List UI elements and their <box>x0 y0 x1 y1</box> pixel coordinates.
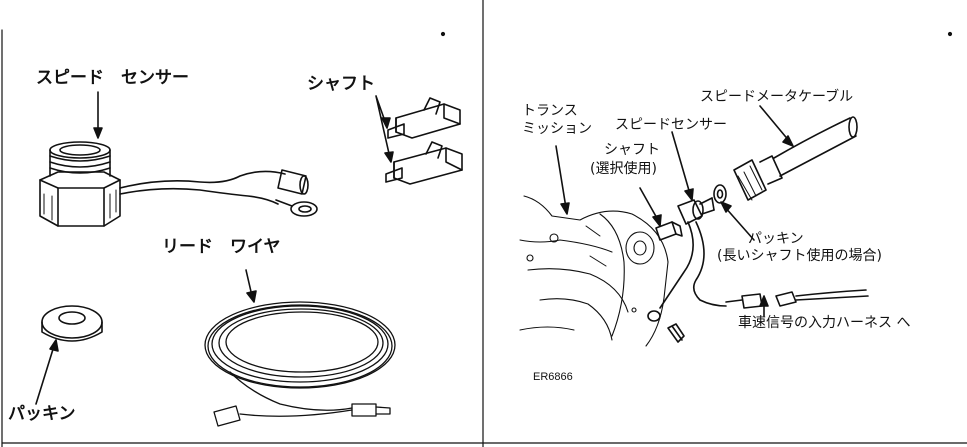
shaft-drawing <box>385 97 463 185</box>
packing-washer-drawing <box>41 305 103 342</box>
figure-code: ER6866 <box>533 371 573 383</box>
speed-sensor-right-drawing <box>647 197 727 343</box>
harness-connector-drawing <box>725 289 869 309</box>
packing-right-leader-line <box>723 205 755 241</box>
transmission-leader-line <box>555 145 567 209</box>
arrowhead <box>93 127 103 139</box>
speedometer-cable-leader-line <box>759 105 791 143</box>
shaft-right-note: (選択使用) <box>590 161 657 177</box>
shaft-right-drawing <box>655 221 683 241</box>
speed-sensor-right-leader-line <box>671 131 691 195</box>
shaft-right-leader-line <box>639 187 659 221</box>
lead-wire-drawing <box>204 301 396 427</box>
speed-sensor-label: スピード センサー <box>36 68 189 88</box>
transmission-label-line2: ミッション <box>522 121 592 137</box>
packing-label: パッキン <box>8 404 76 424</box>
transmission-drawing <box>519 195 669 347</box>
speedometer-cable-label: スピードメータケーブル <box>700 89 854 105</box>
transmission-label-line1: トランス <box>522 103 578 119</box>
speed-sensor-right-label: スピードセンサー <box>615 117 727 133</box>
shaft-right-label: シャフト <box>604 142 660 158</box>
packing-right-label: パッキン <box>748 231 804 247</box>
speedometer-cable-drawing <box>733 116 858 201</box>
speed-sensor-drawing <box>39 141 318 227</box>
packing-right-note: (長いシャフト使用の場合) <box>717 248 882 264</box>
lead-wire-label: リード ワイヤ <box>162 237 281 257</box>
packing-right-drawing <box>713 184 727 204</box>
packing-leader-arrow <box>35 345 55 405</box>
harness-label: 車速信号の入力ハーネス へ <box>738 315 911 331</box>
shaft-label: シャフト <box>307 74 375 94</box>
